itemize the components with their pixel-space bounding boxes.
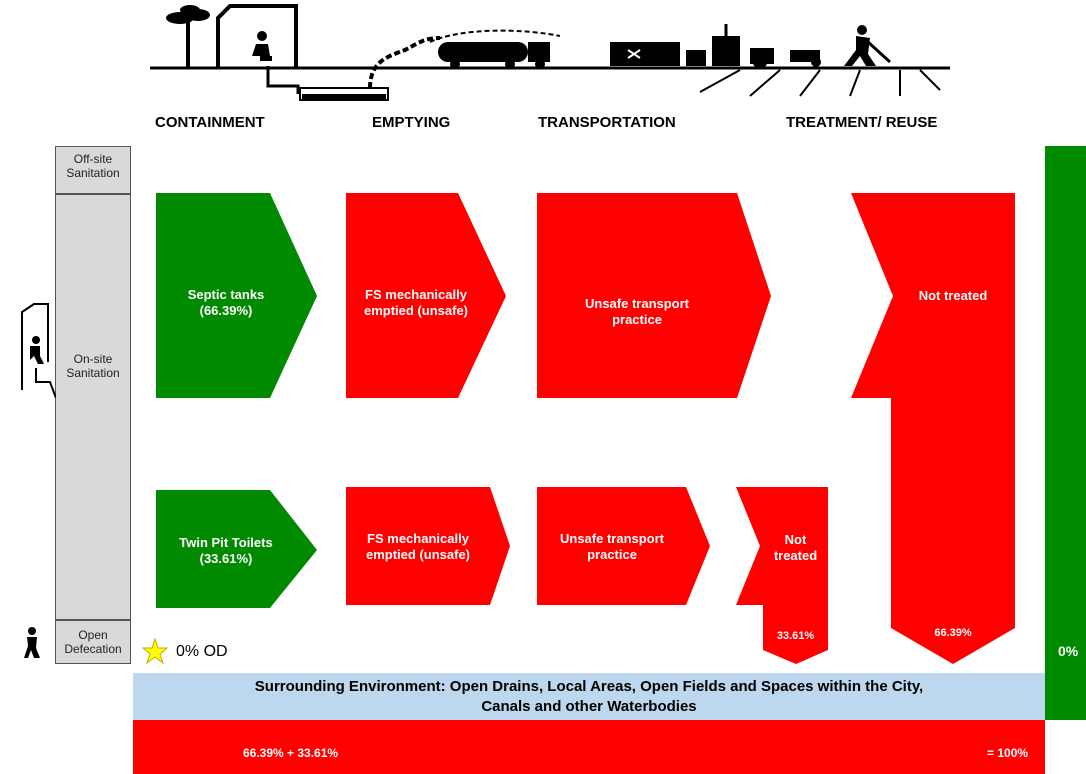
septic-tanks-label: Septic tanks (66.39%) bbox=[187, 287, 265, 318]
star-icon bbox=[142, 638, 168, 664]
toilet-house-icon bbox=[216, 4, 389, 101]
transport-top-label: Unsafe transport practice bbox=[584, 296, 690, 327]
row-open-defecation-cell bbox=[55, 620, 131, 664]
stage-containment: CONTAINMENT bbox=[155, 114, 265, 131]
not-treated-top-percentage: 66.39% bbox=[934, 627, 972, 639]
not-treated-bottom-shape bbox=[736, 487, 828, 664]
emptying-top-shape bbox=[346, 193, 506, 398]
not-treated-top-label: Not treated bbox=[918, 288, 988, 303]
tree-icon bbox=[166, 5, 210, 68]
treatment-plant-icon bbox=[610, 24, 740, 66]
transport-bottom-shape bbox=[537, 487, 710, 605]
total-result-label: = 100% bbox=[987, 746, 1029, 760]
totals-bar: 66.39% + 33.61% = 100% bbox=[133, 720, 1045, 774]
emptying-bottom-shape bbox=[346, 487, 510, 605]
open-defecation-percentage: 0% OD bbox=[176, 643, 228, 660]
row-onsite-cell bbox=[55, 194, 131, 620]
toilet-user-icon bbox=[21, 303, 56, 398]
open-defecation-person-icon bbox=[24, 627, 40, 658]
tractor-icon bbox=[750, 48, 821, 69]
stage-treatment-reuse: TREATMENT/ REUSE bbox=[786, 114, 938, 131]
row-label-offsite: Off-site Sanitation bbox=[66, 152, 120, 180]
row-offsite-cell bbox=[55, 146, 131, 194]
septic-tanks-shape bbox=[156, 193, 317, 398]
emptying-top-label: FS mechanically emptied (unsafe) bbox=[363, 287, 468, 318]
transport-top-shape bbox=[537, 193, 771, 398]
farmer-icon bbox=[844, 25, 892, 66]
not-treated-bottom-label: Not treated bbox=[773, 532, 818, 563]
total-sum-label: 66.39% + 33.61% bbox=[243, 746, 339, 760]
row-label-onsite: On-site Sanitation bbox=[66, 352, 120, 380]
surrounding-environment-band: Surrounding Environment: Open Drains, Lo… bbox=[133, 673, 1045, 720]
transport-bottom-label: Unsafe transport practice bbox=[559, 531, 665, 562]
twin-pit-label: Twin Pit Toilets (33.61%) bbox=[179, 535, 273, 566]
not-treated-top-shape bbox=[851, 193, 1015, 664]
surrounding-environment-label: Surrounding Environment: Open Drains, Lo… bbox=[254, 677, 924, 715]
stage-transportation: TRANSPORTATION bbox=[538, 114, 676, 131]
twin-pit-shape bbox=[156, 490, 317, 608]
tanker-truck-icon bbox=[429, 29, 561, 69]
stage-emptying: EMPTYING bbox=[372, 114, 451, 131]
not-treated-bottom-percentage: 33.61% bbox=[776, 630, 815, 642]
sanitation-chain-illustration bbox=[150, 4, 950, 101]
row-label-open-defecation: Open Defecation bbox=[64, 628, 122, 656]
safely-managed-percentage: 0% bbox=[1058, 643, 1079, 659]
emptying-bottom-label: FS mechanically emptied (unsafe) bbox=[365, 531, 470, 562]
safely-managed-bar bbox=[1045, 146, 1086, 720]
